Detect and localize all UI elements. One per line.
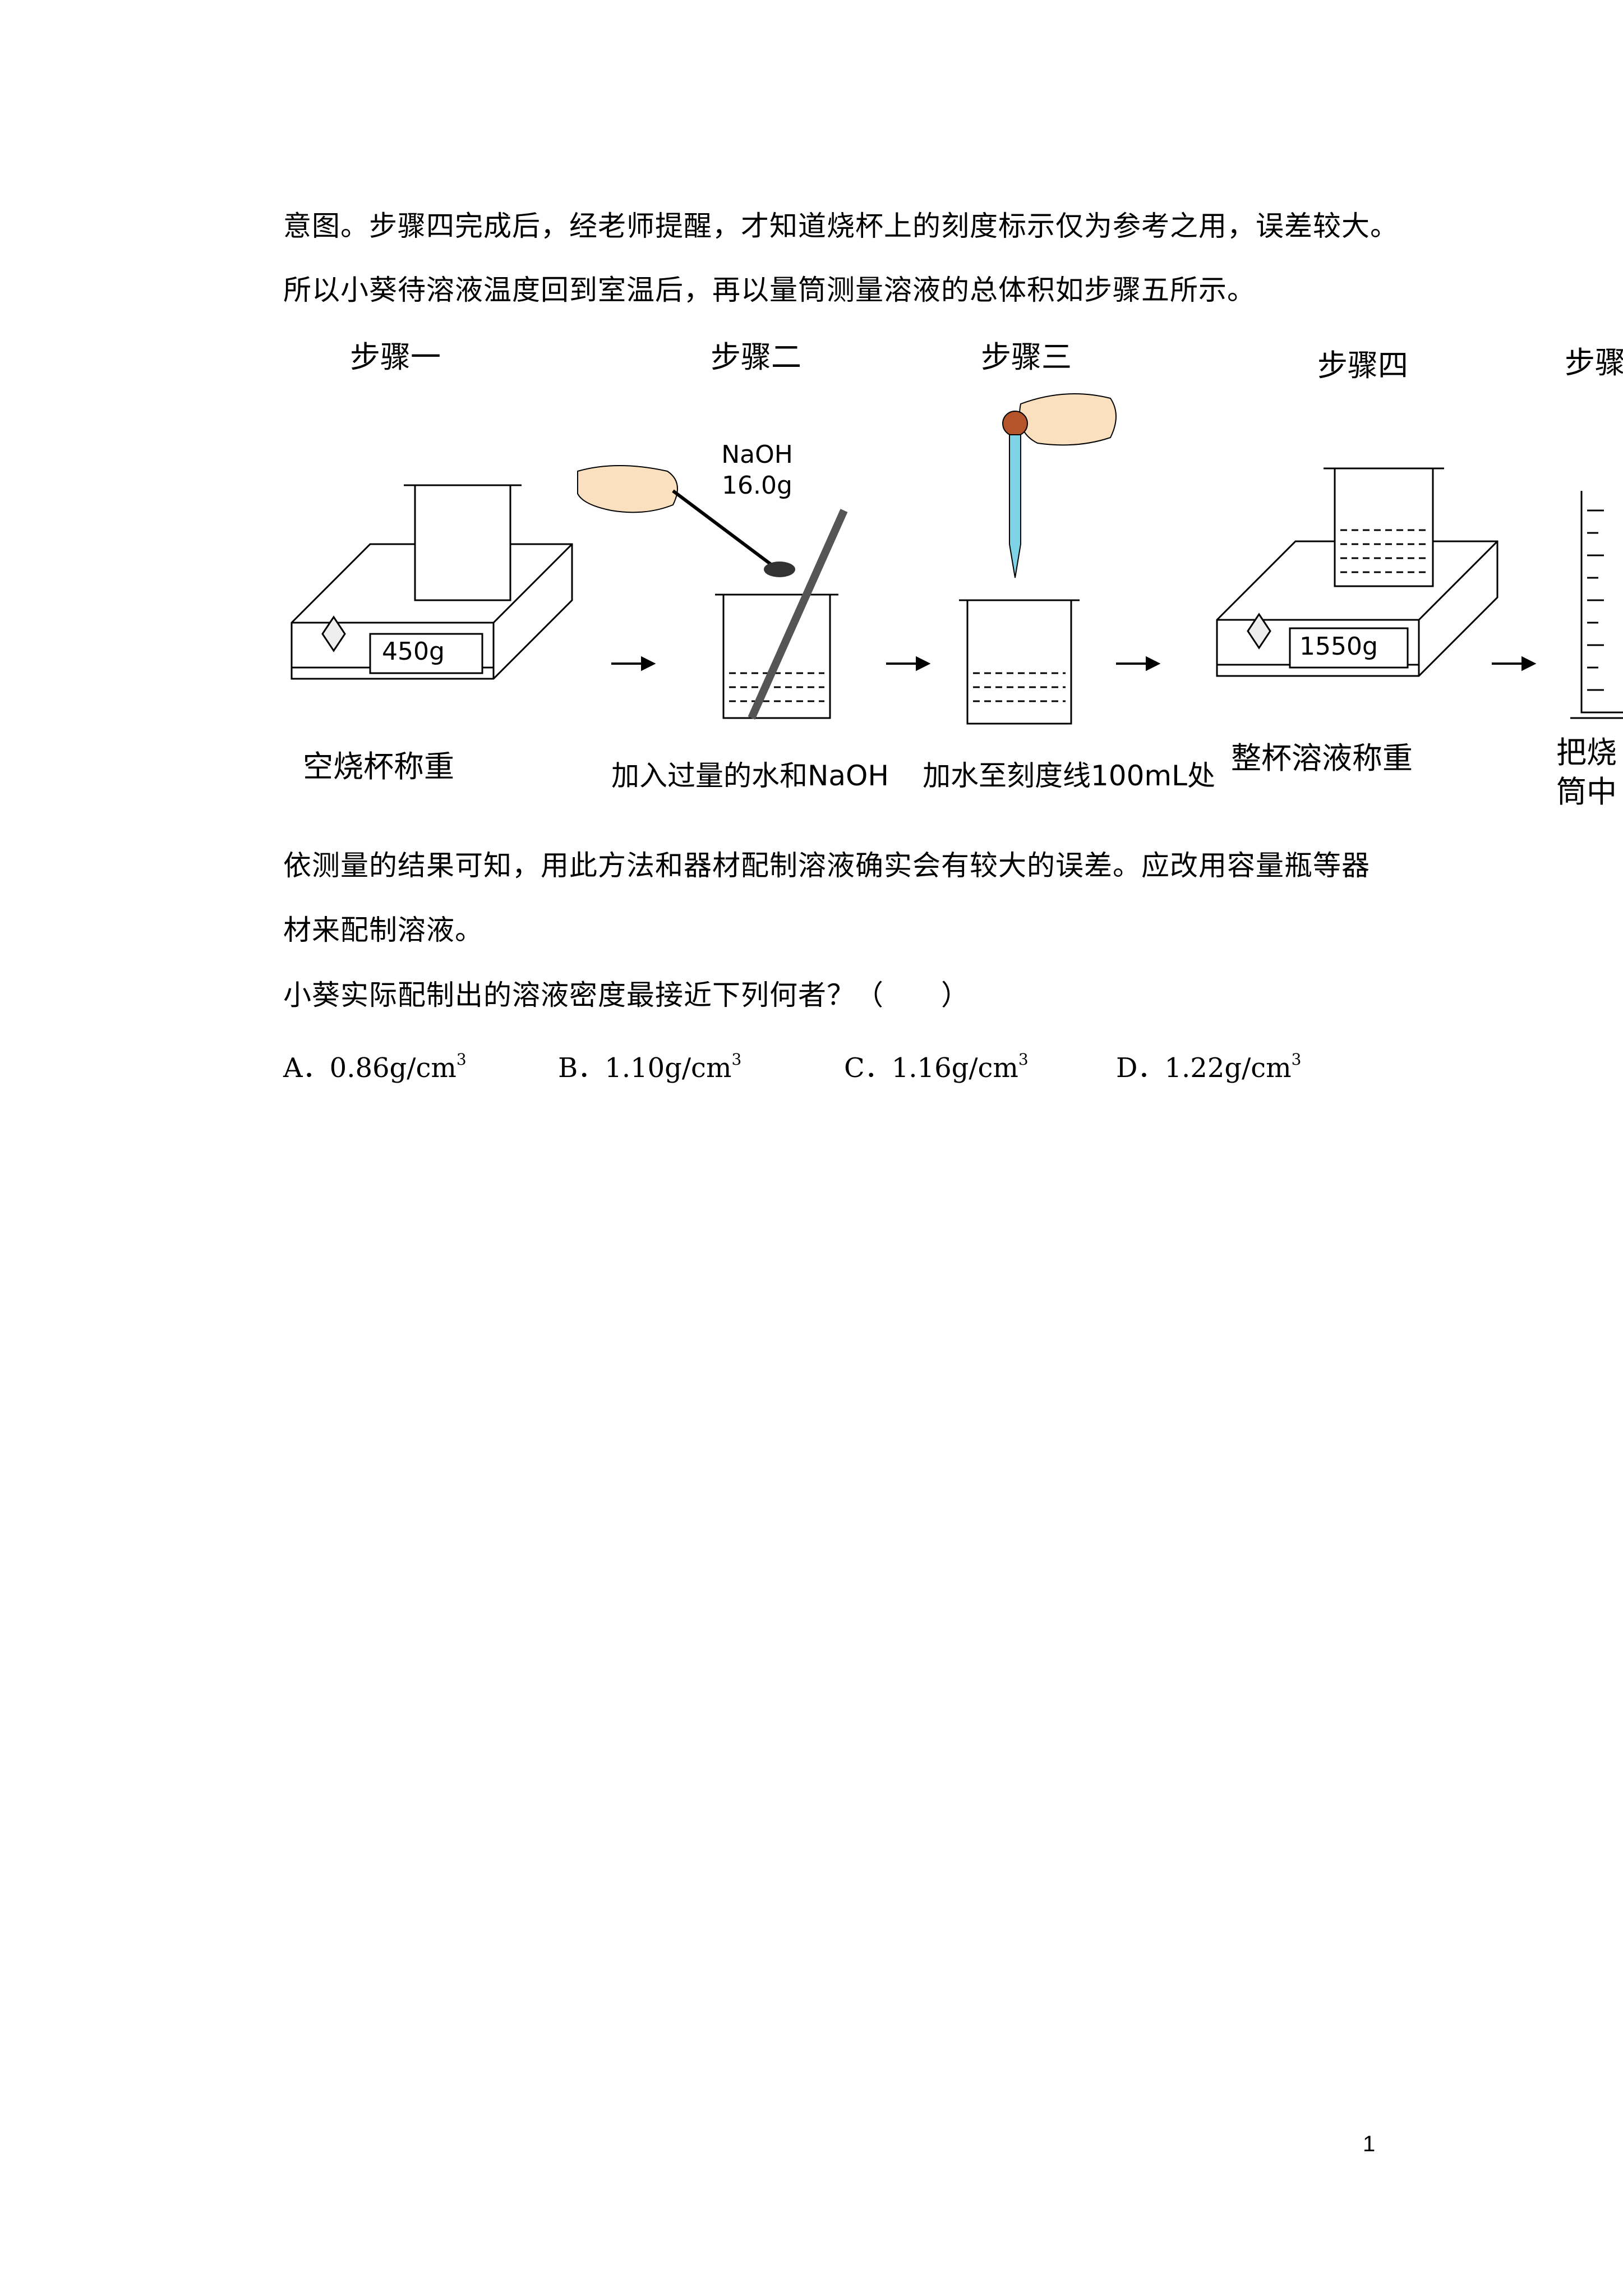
step2-beaker	[715, 593, 838, 719]
step1-scale-display: 450g	[382, 637, 445, 666]
dropper-icon	[1009, 434, 1021, 578]
naoh-mass-label: 16.0g	[722, 471, 792, 500]
choice-b[interactable]: B．1.10g/cm3	[558, 1050, 742, 1084]
step5-caption-line1: 把烧	[1556, 735, 1617, 770]
naoh-label: NaOH	[721, 440, 793, 469]
step5-title: 步骤	[1565, 345, 1623, 380]
page-number: 1	[1363, 2132, 1376, 2156]
step4-caption: 整杯溶液称重	[1231, 740, 1413, 776]
paragraph-conclusion: 依测量的结果可知，用此方法和器材配制溶液确实会有较大的误差。应改用容量瓶等器	[283, 849, 1370, 882]
step5-caption-line2: 筒中	[1556, 774, 1617, 809]
paragraph-step-five: 所以小葵待溶液温度回到室温后，再以量筒测量溶液的总体积如步骤五所示。	[283, 274, 1256, 306]
experiment-figure: 步骤一 步骤二 步骤三 步骤四 步骤 450g 空烧杯称重 NaOH 16.0g	[291, 339, 1623, 809]
choice-c[interactable]: C．1.16g/cm3	[844, 1050, 1029, 1084]
spatula-icon	[672, 489, 775, 568]
paragraph-intro: 意图。步骤四完成后，经老师提醒，才知道烧杯上的刻度标示仅为参考之用，误差较大。	[283, 210, 1399, 242]
arrow-icon	[611, 656, 656, 671]
arrow-icon	[1492, 656, 1537, 671]
choice-d[interactable]: D．1.22g/cm3	[1116, 1050, 1302, 1084]
step3-beaker	[959, 599, 1080, 725]
arrow-icon	[886, 656, 931, 671]
step4-scale-display: 1550g	[1299, 632, 1378, 661]
question-stem: 小葵实际配制出的溶液密度最接近下列何者？（ ）	[283, 979, 970, 1011]
dropper-bulb-icon	[1002, 411, 1028, 436]
step3-title: 步骤三	[981, 339, 1072, 375]
step2-caption: 加入过量的水和NaOH	[611, 760, 889, 792]
step4-balance	[1216, 467, 1498, 677]
hand-icon	[577, 465, 678, 513]
choice-a[interactable]: A．0.86g/cm3	[283, 1050, 467, 1084]
arrow-icon	[1116, 656, 1161, 671]
step2-title: 步骤二	[711, 339, 801, 375]
step5-graduated-cylinder	[1570, 491, 1623, 719]
step1-title: 步骤一	[350, 339, 441, 375]
step3-caption: 加水至刻度线100mL处	[923, 760, 1215, 792]
paragraph-conclusion-cont: 材来配制溶液。	[283, 914, 483, 946]
step1-balance	[291, 484, 573, 680]
step4-title: 步骤四	[1317, 348, 1408, 383]
hand-icon	[1019, 393, 1117, 446]
step1-caption: 空烧杯称重	[303, 749, 454, 784]
stir-rod-icon	[748, 509, 848, 720]
